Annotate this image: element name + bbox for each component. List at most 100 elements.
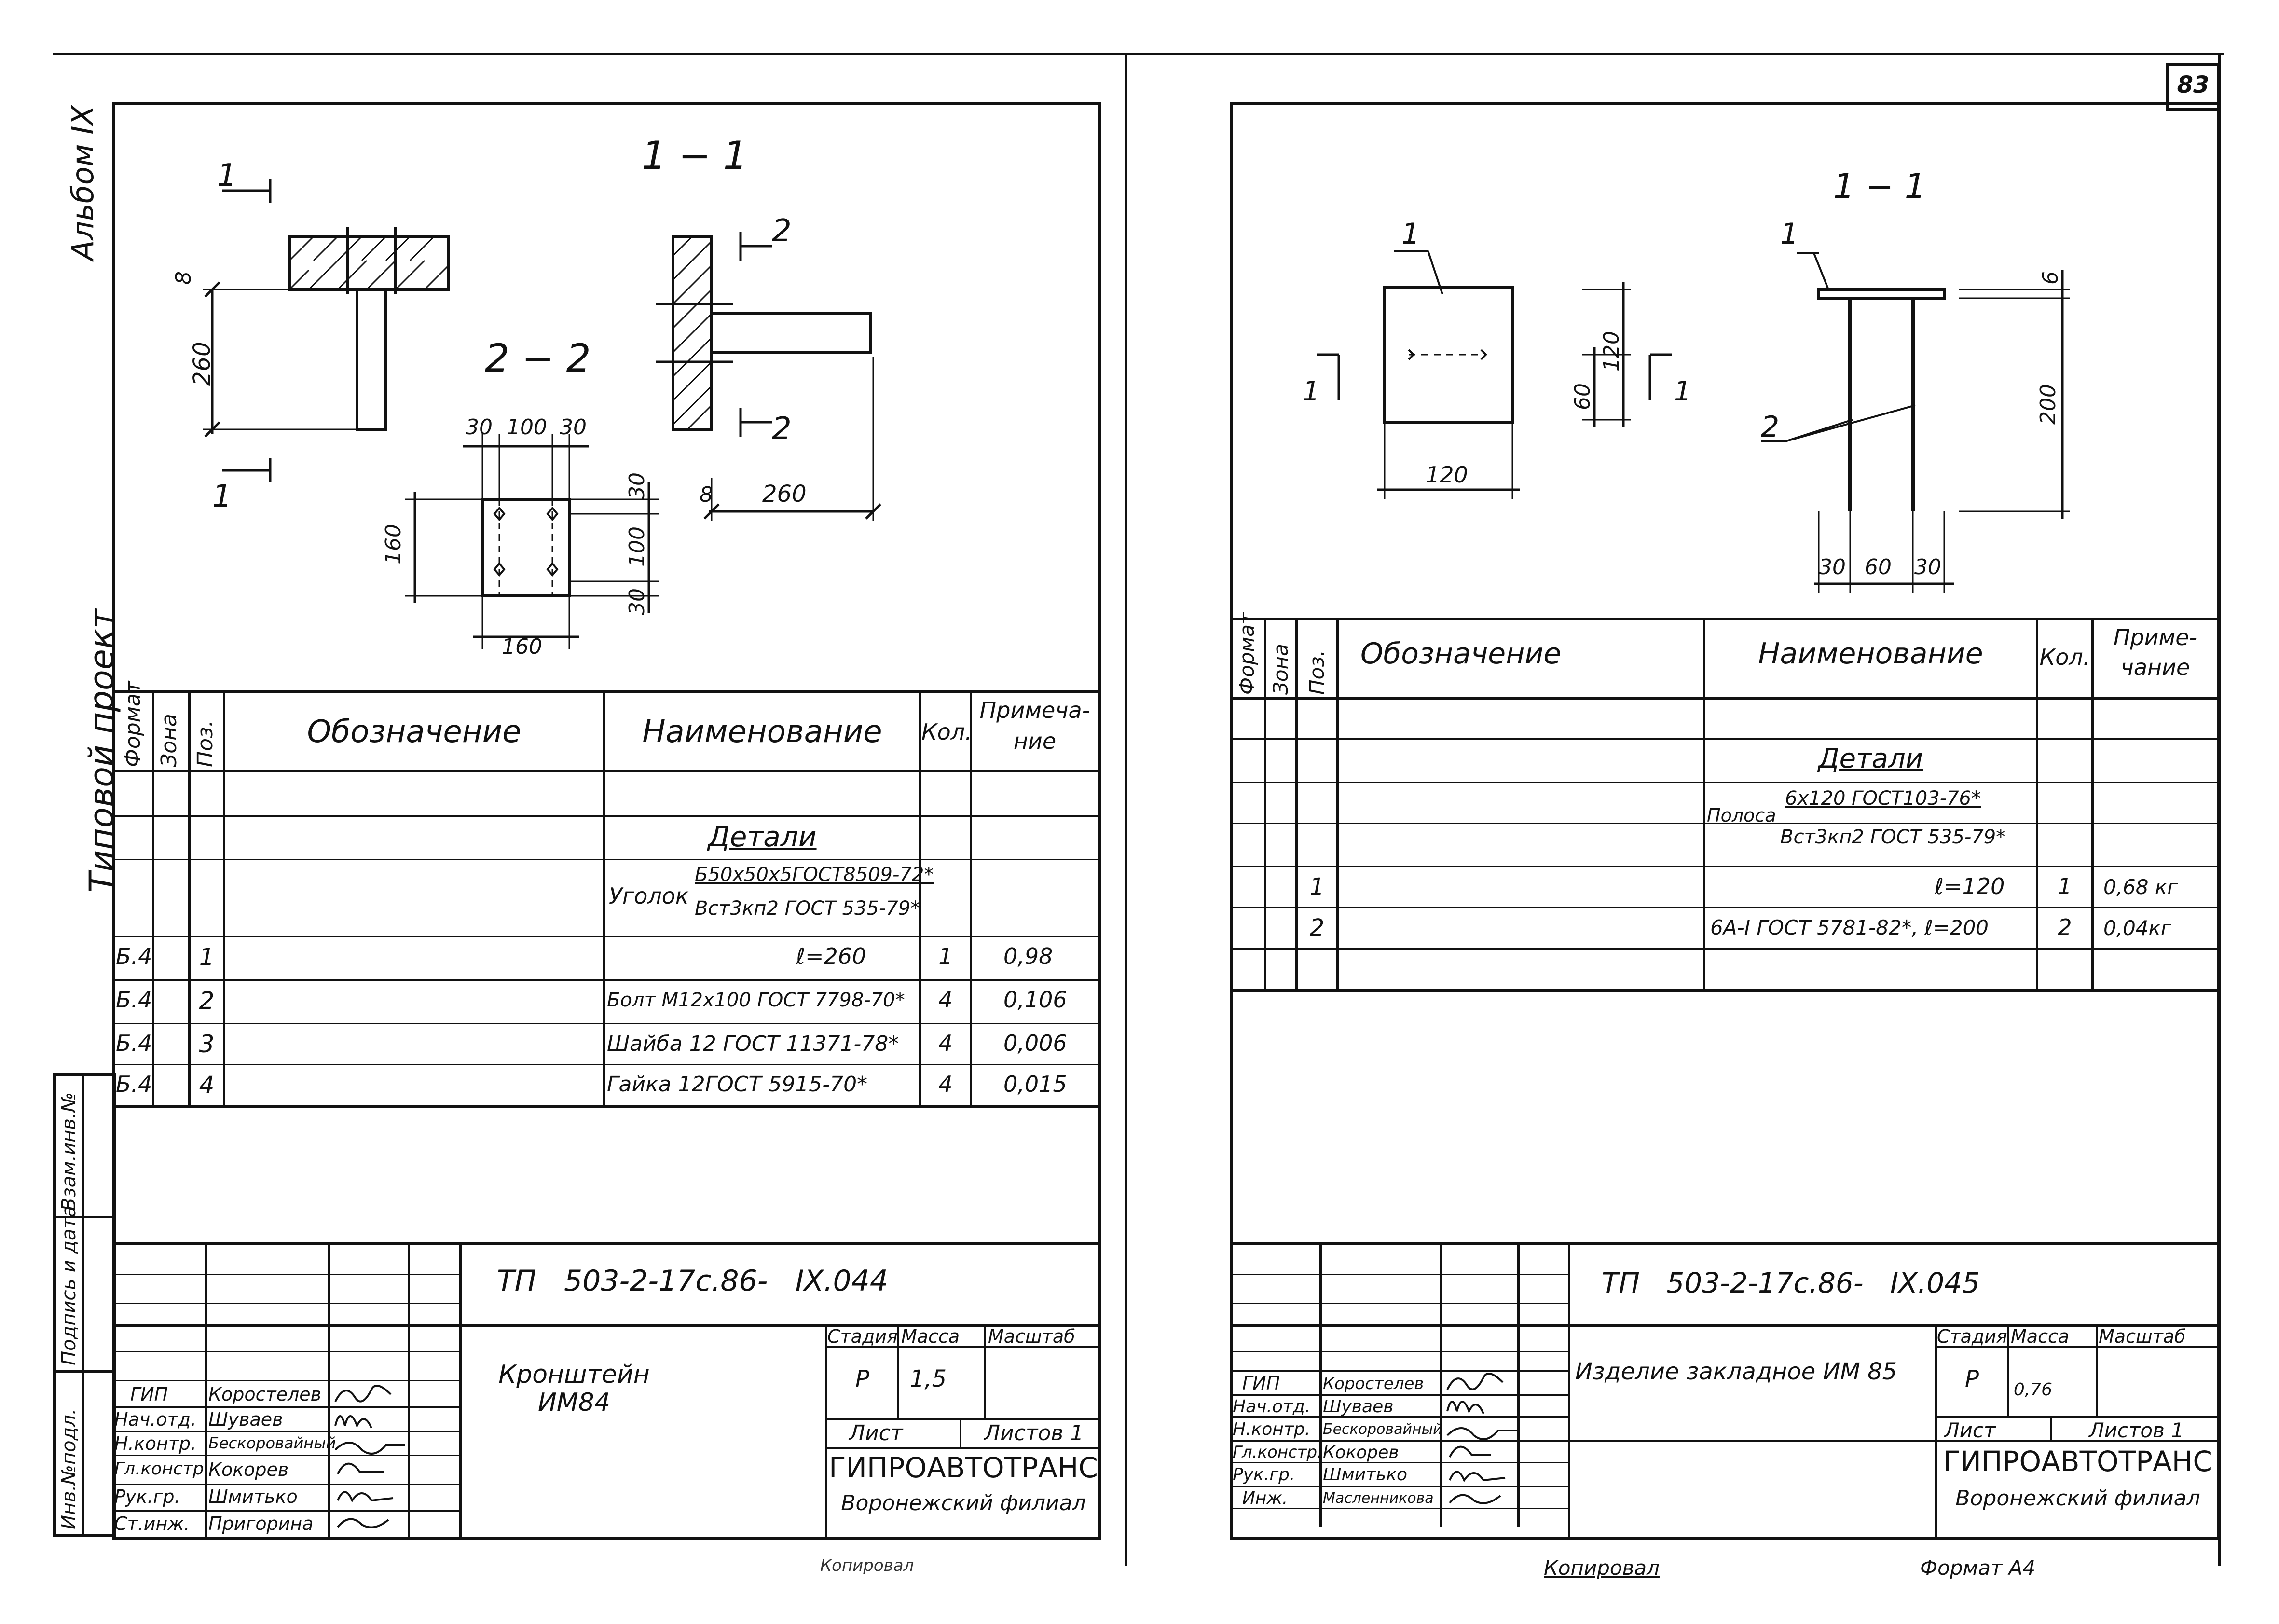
rt-h-head (1230, 697, 2220, 700)
rt-h-r5 (1230, 907, 2220, 908)
ltb-stage: Р (855, 1365, 869, 1392)
ltb-v1 (205, 1242, 207, 1539)
lt-h-r7 (112, 1105, 1101, 1108)
right-section-1-1: 1 − 1 (1833, 166, 1926, 206)
rtb-stage-h2 (1935, 1416, 2220, 1418)
rtb-h11 (1230, 1486, 1568, 1487)
ltb-h2 (112, 1274, 459, 1275)
lt-row3-name: Шайба 12 ГОСТ 11371-78* (607, 1032, 899, 1056)
rtb-branch: Воронежский филиал (1955, 1486, 2200, 1511)
right-dim-120-vertical: 120 (1599, 331, 1624, 372)
right-mark-2: 2 (1761, 410, 1779, 444)
ltb-h8 (112, 1431, 459, 1432)
ltb-stage-h3 (825, 1447, 1101, 1449)
rtb-v5 (1935, 1324, 1937, 1539)
lt-row1-pos: 1 (199, 943, 215, 971)
lt-header-qty: Кол. (921, 719, 972, 745)
rt-row1-pos: 1 (1309, 873, 1325, 900)
rt-header-qty: Кол. (2039, 644, 2090, 670)
rt-row1-note: 0,68 кг (2103, 875, 2178, 899)
ltb-staff2-name: Шуваев (208, 1409, 283, 1430)
rtb-v1 (1319, 1242, 1322, 1527)
rtb-staff3-name: Бескоровайный (1323, 1421, 1442, 1438)
ltb-staff6-name: Пригорина (208, 1513, 314, 1534)
rtb-item-name: Изделие закладное ИМ 85 (1575, 1358, 1897, 1385)
left-dim-30-right-bottom: 30 (625, 588, 649, 615)
rtb-h12 (1230, 1508, 1568, 1509)
lt-h-r1 (112, 815, 1101, 817)
left-dim-30-right-top: 30 (625, 472, 649, 499)
ltb-h5 (112, 1351, 459, 1352)
rt-polosa-line2: Вст3кп2 ГОСТ 535-79* (1780, 826, 2006, 848)
rtb-stage-label: Стадия (1937, 1326, 2007, 1347)
page-number: 83 (2177, 71, 2210, 98)
left-sheet-frame (112, 102, 1101, 1540)
right-dim-60: 60 (1570, 383, 1595, 410)
rtb-h3 (1230, 1303, 1568, 1304)
lt-row4-qty: 4 (938, 1071, 953, 1097)
rtb-h4 (1230, 1324, 2220, 1327)
ltb-staff4-name: Кокорев (208, 1459, 289, 1480)
lt-ugolok-line1: Б50х50х5ГОСТ8509-72* (695, 864, 934, 886)
ltb-stage-label: Стадия (827, 1326, 898, 1347)
ltb-branch: Воронежский филиал (841, 1491, 1086, 1515)
ltb-sheets-label: Листов 1 (984, 1421, 1084, 1445)
lt-row4-name: Гайка 12ГОСТ 5915-70* (607, 1072, 868, 1097)
right-dim-30-left: 30 (1819, 555, 1846, 579)
rtb-v4 (1568, 1242, 1570, 1539)
rtb-stage: Р (1965, 1365, 1979, 1392)
ltb-code: ТП 503-2-17с.86- IX.044 (497, 1264, 888, 1298)
rt-row2-note: 0,04кг (2103, 916, 2171, 940)
rt-polosa-line1: 6х120 ГОСТ103-76* (1785, 787, 1981, 810)
ltb-h4 (112, 1324, 1101, 1327)
right-footer-format: Формат А4 (1920, 1556, 2036, 1580)
rt-v2 (1295, 618, 1298, 989)
left-section-2-2: 2 − 2 (485, 336, 591, 381)
right-dim-120-horizontal: 120 (1426, 462, 1468, 488)
rtb-staff2-role: Нач.отд. (1233, 1397, 1311, 1417)
lt-row2-qty: 4 (938, 987, 953, 1013)
sidebar-strip-split (82, 1073, 84, 1537)
lt-row1-name: ℓ=260 (796, 943, 866, 969)
lt-row2-fmt: Б.4 (116, 987, 152, 1013)
rtb-staff5-name: Шмитько (1323, 1465, 1408, 1485)
rtb-h2 (1230, 1274, 1568, 1275)
ltb-h9 (112, 1455, 459, 1456)
lt-h-r3 (112, 936, 1101, 937)
ltb-staff3-name: Бескоровайный (208, 1434, 336, 1452)
rt-v1 (1264, 618, 1266, 989)
rt-row1-qty: 1 (2058, 873, 2072, 899)
left-mark-1-top: 1 (217, 158, 237, 193)
rtb-stage-h1 (1935, 1346, 2220, 1348)
ltb-h7 (112, 1406, 459, 1408)
rtb-scale-label: Масштаб (2099, 1326, 2186, 1347)
lt-header-note: Примеча-ние (979, 697, 1090, 754)
lt-h-head (112, 770, 1101, 772)
lt-row2-name: Болт М12х100 ГОСТ 7798-70* (607, 989, 905, 1011)
rtb-staff5-role: Рук.гр. (1233, 1465, 1295, 1485)
rtb-staff4-name: Кокорев (1323, 1443, 1399, 1462)
sidebar-strip-row1 (53, 1216, 116, 1218)
right-dim-30-right: 30 (1914, 555, 1941, 579)
ltb-stage-h1 (825, 1346, 1101, 1348)
rt-h-r7 (1230, 989, 2220, 992)
ltb-org: ГИПРОАВТОТРАНС (829, 1451, 1098, 1484)
ltb-sheet-label: Лист (849, 1421, 903, 1445)
right-cut-1-right: 1 (1674, 376, 1691, 407)
right-sheet-frame (1230, 102, 2220, 1540)
right-mark-1-side: 1 (1780, 217, 1798, 251)
rtb-staff6-role: Инж. (1242, 1488, 1288, 1508)
lt-section-title: Детали (708, 820, 817, 853)
ltb-v4 (459, 1242, 462, 1539)
rt-h-r4 (1230, 866, 2220, 867)
ltb-staff1-role: ГИП (130, 1384, 168, 1405)
lt-v4 (603, 690, 605, 1105)
lt-v3 (223, 690, 225, 1105)
rt-row2-name: 6А-I ГОСТ 5781-82*, ℓ=200 (1710, 916, 1989, 939)
rtb-h7 (1230, 1394, 1568, 1396)
ltb-v6 (897, 1324, 899, 1418)
